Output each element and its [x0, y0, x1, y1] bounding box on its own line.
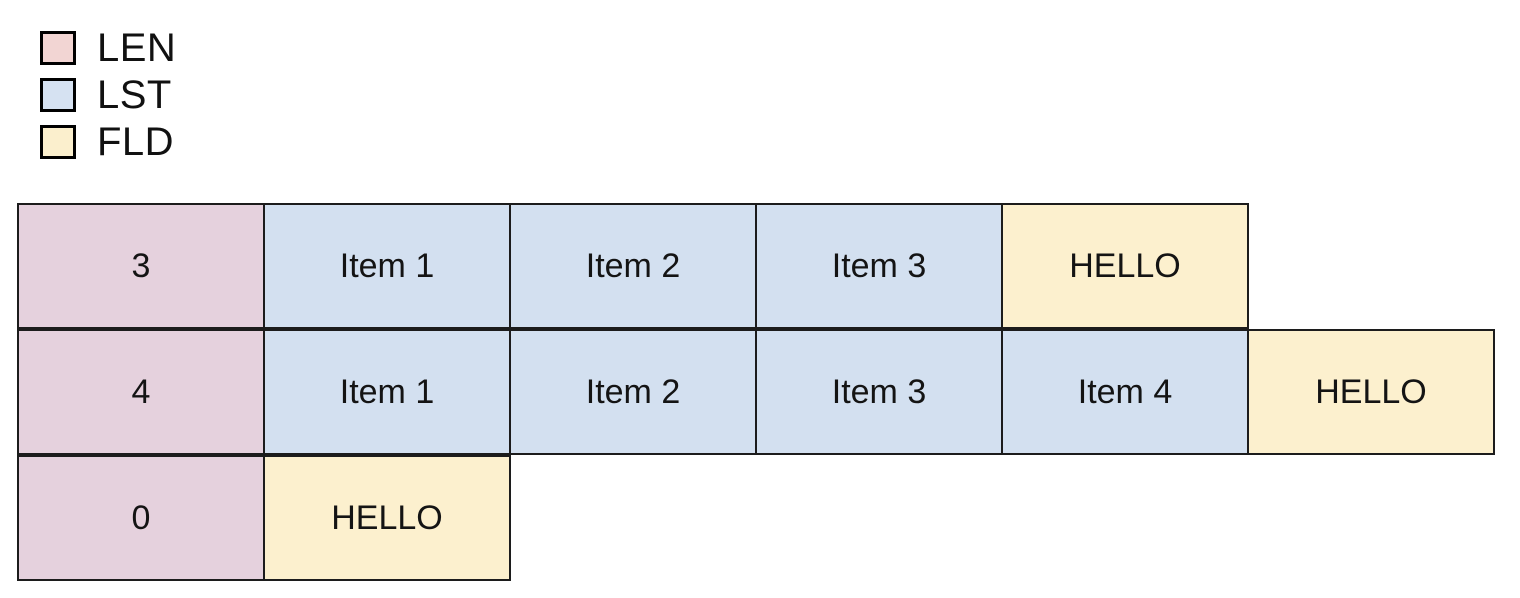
table-cell-fld: HELLO	[1247, 329, 1495, 455]
table-cell-lst: Item 4	[1001, 329, 1249, 455]
table-cell-lst: Item 2	[509, 203, 757, 329]
table-cell-lst: Item 2	[509, 329, 757, 455]
table-cell-len: 4	[17, 329, 265, 455]
table-cell-len: 3	[17, 203, 265, 329]
legend-swatch-fld-icon	[40, 124, 76, 159]
legend-item-label: LEN	[97, 25, 177, 70]
legend-item-label: FLD	[97, 119, 175, 164]
table-cell-lst: Item 3	[755, 203, 1003, 329]
legend-item-lst: LST	[40, 71, 176, 118]
table-cell-fld: HELLO	[1001, 203, 1249, 329]
table-cell-len: 0	[17, 455, 265, 581]
legend-item-label: LST	[97, 72, 172, 117]
legend-swatch-lst-icon	[40, 77, 76, 112]
table-cell-lst: Item 1	[263, 329, 511, 455]
legend-swatch-len-icon	[40, 30, 76, 65]
legend-item-len: LEN	[40, 24, 176, 71]
table-cell-fld: HELLO	[263, 455, 511, 581]
legend-item-fld: FLD	[40, 118, 176, 165]
table-cell-lst: Item 1	[263, 203, 511, 329]
table-cell-lst: Item 3	[755, 329, 1003, 455]
